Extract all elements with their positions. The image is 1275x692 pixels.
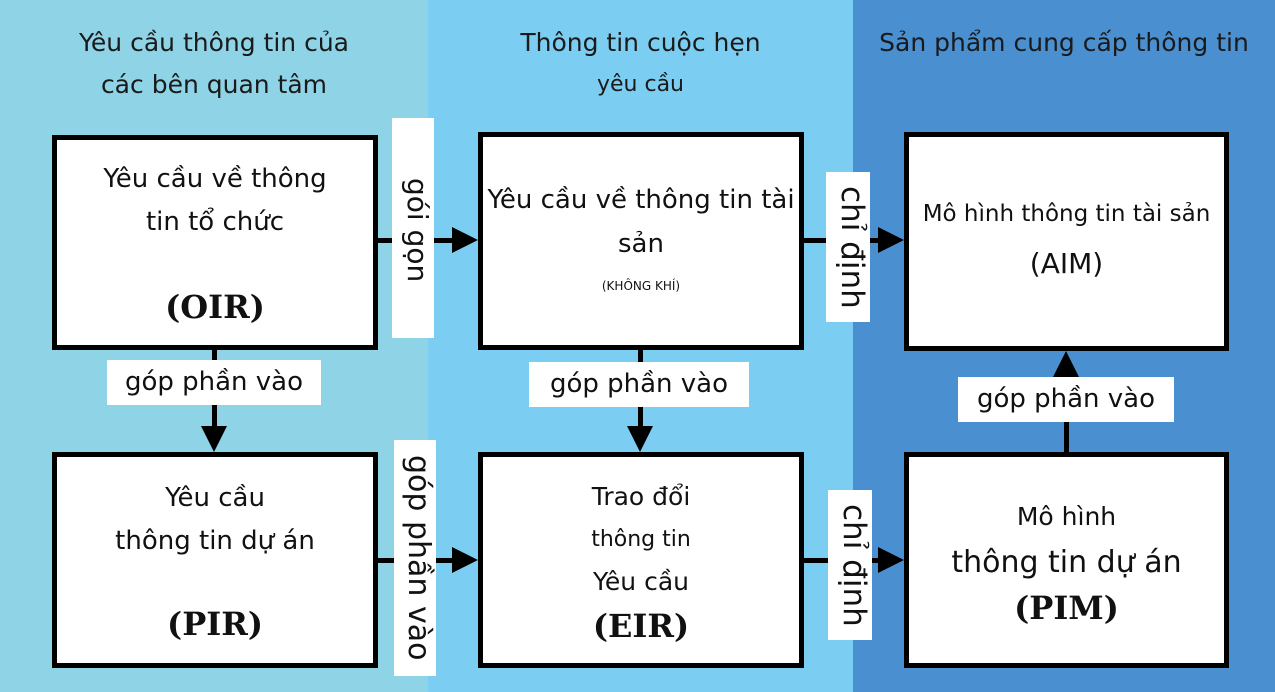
- box-abbreviation: (PIR): [167, 605, 263, 643]
- box-text-line3: Yêu cầu: [592, 567, 690, 596]
- box-text-line2: sản: [618, 229, 664, 259]
- box-pir: Yêu cầu thông tin dự án (PIR): [52, 452, 378, 668]
- arrow-head: [878, 227, 904, 253]
- column-title: Yêu cầu thông tin của các bên quan tâm: [0, 22, 428, 106]
- column-title: Sản phẩm cung cấp thông tin: [853, 22, 1275, 64]
- box-abbreviation: (OIR): [165, 288, 265, 326]
- box-text-line2: tin tổ chức: [145, 207, 285, 237]
- box-text-line2: thông tin dự án: [951, 545, 1182, 580]
- label-pim-aim: góp phần vào: [958, 377, 1174, 422]
- label-eir-pim: chỉ định: [828, 490, 872, 640]
- box-aim: Mô hình thông tin tài sản (AIM): [904, 132, 1229, 351]
- column-title-line1: Sản phẩm cung cấp thông tin: [879, 28, 1249, 57]
- box-text-line1: Yêu cầu về thông: [103, 164, 327, 194]
- box-text-line2: thông tin dự án: [115, 526, 315, 556]
- box-abbreviation: (AIM): [1029, 247, 1104, 280]
- box-pim: Mô hình thông tin dự án (PIM): [904, 452, 1229, 668]
- column-title-line2: các bên quan tâm: [100, 70, 328, 99]
- box-text-line1: Trao đổi: [591, 482, 691, 511]
- box-eir: Trao đổi thông tin Yêu cầu (EIR): [478, 452, 804, 668]
- box-air: Yêu cầu về thông tin tài sản (KHÔNG KHÍ): [478, 132, 804, 350]
- box-abbreviation: (EIR): [592, 607, 690, 645]
- box-note: (KHÔNG KHÍ): [601, 279, 681, 293]
- box-text-line1: Mô hình: [1016, 502, 1117, 531]
- box-text-line2: thông tin: [591, 527, 691, 552]
- label-pir-eir: góp phần vào: [394, 440, 436, 676]
- box-text-line1: Mô hình thông tin tài sản: [922, 201, 1211, 227]
- column-title-line1: Yêu cầu thông tin của: [78, 28, 350, 57]
- box-oir: Yêu cầu về thông tin tổ chức (OIR): [52, 135, 378, 350]
- label-air-eir: góp phần vào: [529, 362, 749, 407]
- label-oir-pir: góp phần vào: [107, 360, 321, 405]
- arrow-head: [452, 227, 478, 253]
- arrow-head: [452, 547, 478, 573]
- arrow-head: [878, 547, 904, 573]
- box-text-line1: Yêu cầu: [165, 483, 265, 513]
- column-title: Thông tin cuộc hẹn yêu cầu: [428, 22, 853, 106]
- arrow-head: [201, 426, 227, 452]
- box-text-line1: Yêu cầu về thông tin tài: [487, 185, 795, 215]
- column-title-line1: Thông tin cuộc hẹn: [520, 28, 761, 57]
- column-title-line2: yêu cầu: [596, 72, 684, 97]
- box-abbreviation: (PIM): [1014, 589, 1119, 627]
- arrow-head: [1053, 351, 1079, 377]
- label-air-aim: chỉ định: [826, 172, 870, 322]
- arrow-head: [627, 426, 653, 452]
- label-oir-air: gói gọn: [392, 118, 434, 338]
